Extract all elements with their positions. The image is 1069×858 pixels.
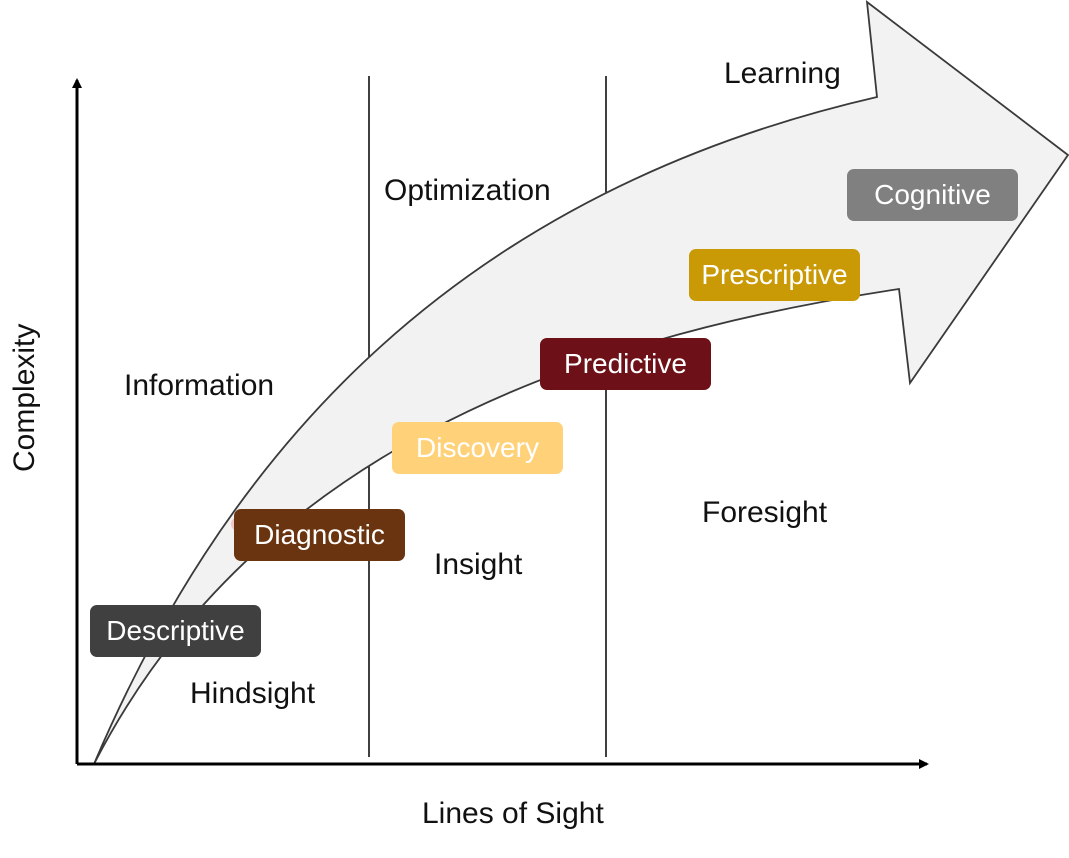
stage-label: Discovery [416,432,539,463]
stage-cognitive: Cognitive [847,169,1018,221]
zone-label-optimization: Optimization [384,174,551,207]
zone-label-insight: Insight [434,548,523,581]
y-axis-label: Complexity [8,323,41,472]
stage-predictive: Predictive [540,338,711,390]
zone-label-learning: Learning [724,57,841,90]
stage-label: Prescriptive [701,259,848,290]
stage-discovery: Discovery [392,422,563,474]
stage-label: Descriptive [106,615,245,646]
zone-label-hindsight: Hindsight [190,677,316,710]
stage-label: Diagnostic [254,519,385,550]
zone-label-foresight: Foresight [702,496,828,529]
stage-diagnostic: Diagnostic [234,509,405,561]
stage-label: Cognitive [874,179,991,210]
zone-label-information: Information [124,369,275,402]
growth-arrow [93,0,1069,765]
stage-prescriptive: Prescriptive [689,249,860,301]
stage-descriptive: Descriptive [90,605,261,657]
stage-label: Predictive [564,348,687,379]
x-axis-label: Lines of Sight [422,797,604,830]
